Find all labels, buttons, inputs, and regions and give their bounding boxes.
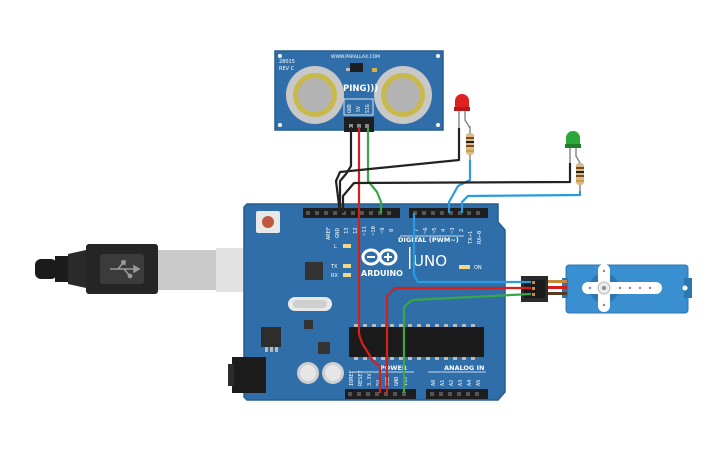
red-led <box>454 94 471 129</box>
ping-brand: PING))) <box>343 84 378 94</box>
red-led-resistor <box>466 126 474 162</box>
pin-label-3v3: 3.3V <box>367 374 373 387</box>
wire-ping-gnd <box>338 127 353 213</box>
pin-label-13: 13 <box>344 227 350 234</box>
pin-label-6: ~6 <box>423 227 429 234</box>
pin-label-9: ~9 <box>380 227 386 234</box>
transducer-right <box>374 66 432 124</box>
rx-label: RX <box>331 273 338 279</box>
pin-label-11: ~11 <box>362 226 368 236</box>
ping-url: WWW.PARALLAX.COM <box>331 54 380 60</box>
voltage-regulator <box>261 327 281 347</box>
ping-sensor: 28015 REV C WWW.PARALLAX.COM PING))) GND… <box>274 50 444 132</box>
wire-red-led-gnd <box>334 128 461 214</box>
arduino-logo-icon <box>361 248 398 266</box>
l-label: L <box>334 244 337 250</box>
usb-chip <box>305 262 323 280</box>
pin-label-8: 8 <box>389 229 395 232</box>
pin-label-gnd: GND <box>335 228 341 238</box>
pin-label-a1: A1 <box>440 380 446 386</box>
pin-label-aref: AREF <box>326 227 332 240</box>
wire-ping-5v <box>357 127 382 393</box>
servo-motor <box>521 264 692 314</box>
pin-label-rx0: RX←0 <box>477 231 483 244</box>
wire-red-led-signal <box>447 160 472 213</box>
pin-label-4: 4 <box>441 228 447 232</box>
pin-label-5: ~5 <box>432 227 438 234</box>
pin-label-gnd-2: GND <box>394 377 400 386</box>
pin-label-7: 7 <box>414 229 420 232</box>
usb-icon <box>110 260 141 279</box>
wire-ping-sig <box>366 127 383 213</box>
pin-label-12: 12 <box>353 227 359 234</box>
green-led-resistor <box>576 163 584 192</box>
wire-servo-signal <box>412 213 531 284</box>
ping-pin-sig: SIG <box>365 104 371 113</box>
pin-label-a2: A2 <box>449 380 455 386</box>
green-led <box>565 131 581 164</box>
dc-power-jack <box>232 357 266 393</box>
ping-rev: REV C <box>279 66 295 72</box>
pin-label-vin: Vin <box>403 377 409 386</box>
pin-label-a3: A3 <box>458 380 464 386</box>
tx-label: TX <box>330 264 338 270</box>
power-label: POWER <box>380 364 407 372</box>
pin-label-tx1: TX→1 <box>468 231 474 244</box>
ping-pin-5v: 5V <box>356 106 362 112</box>
pin-label-a4: A4 <box>467 380 473 386</box>
uno-label: UNO <box>413 252 447 270</box>
transducer-left <box>286 66 344 124</box>
arduino-logo-text: ARDUINO <box>361 269 403 278</box>
pin-label-2: 2 <box>459 229 465 232</box>
arduino-board: AREF GND 13 12 ~11 ~10 ~9 8 7 ~6 ~5 4 ~3… <box>228 203 506 401</box>
wire-green-led-signal <box>460 191 582 213</box>
microcontroller-chip <box>349 327 484 357</box>
power-header <box>345 389 416 399</box>
wire-servo-gnd <box>402 292 532 393</box>
pin-label-3: ~3 <box>450 227 456 234</box>
wire-green-led-gnd <box>341 163 572 213</box>
pin-label-a0: A0 <box>431 380 437 386</box>
wire-servo-5v <box>385 286 531 393</box>
pin-label-10: ~10 <box>371 226 377 236</box>
pin-label-a5: A5 <box>476 380 482 386</box>
pin-label-ioref: IOREF <box>349 370 355 386</box>
on-label: ON <box>474 265 482 271</box>
ping-code: 28015 <box>279 59 295 65</box>
pin-label-reset: RESET <box>358 370 364 386</box>
ping-pin-gnd: GND <box>347 104 353 113</box>
analog-in-label: ANALOG IN <box>444 364 484 372</box>
digital-label: DIGITAL (PWM~) <box>398 236 459 244</box>
